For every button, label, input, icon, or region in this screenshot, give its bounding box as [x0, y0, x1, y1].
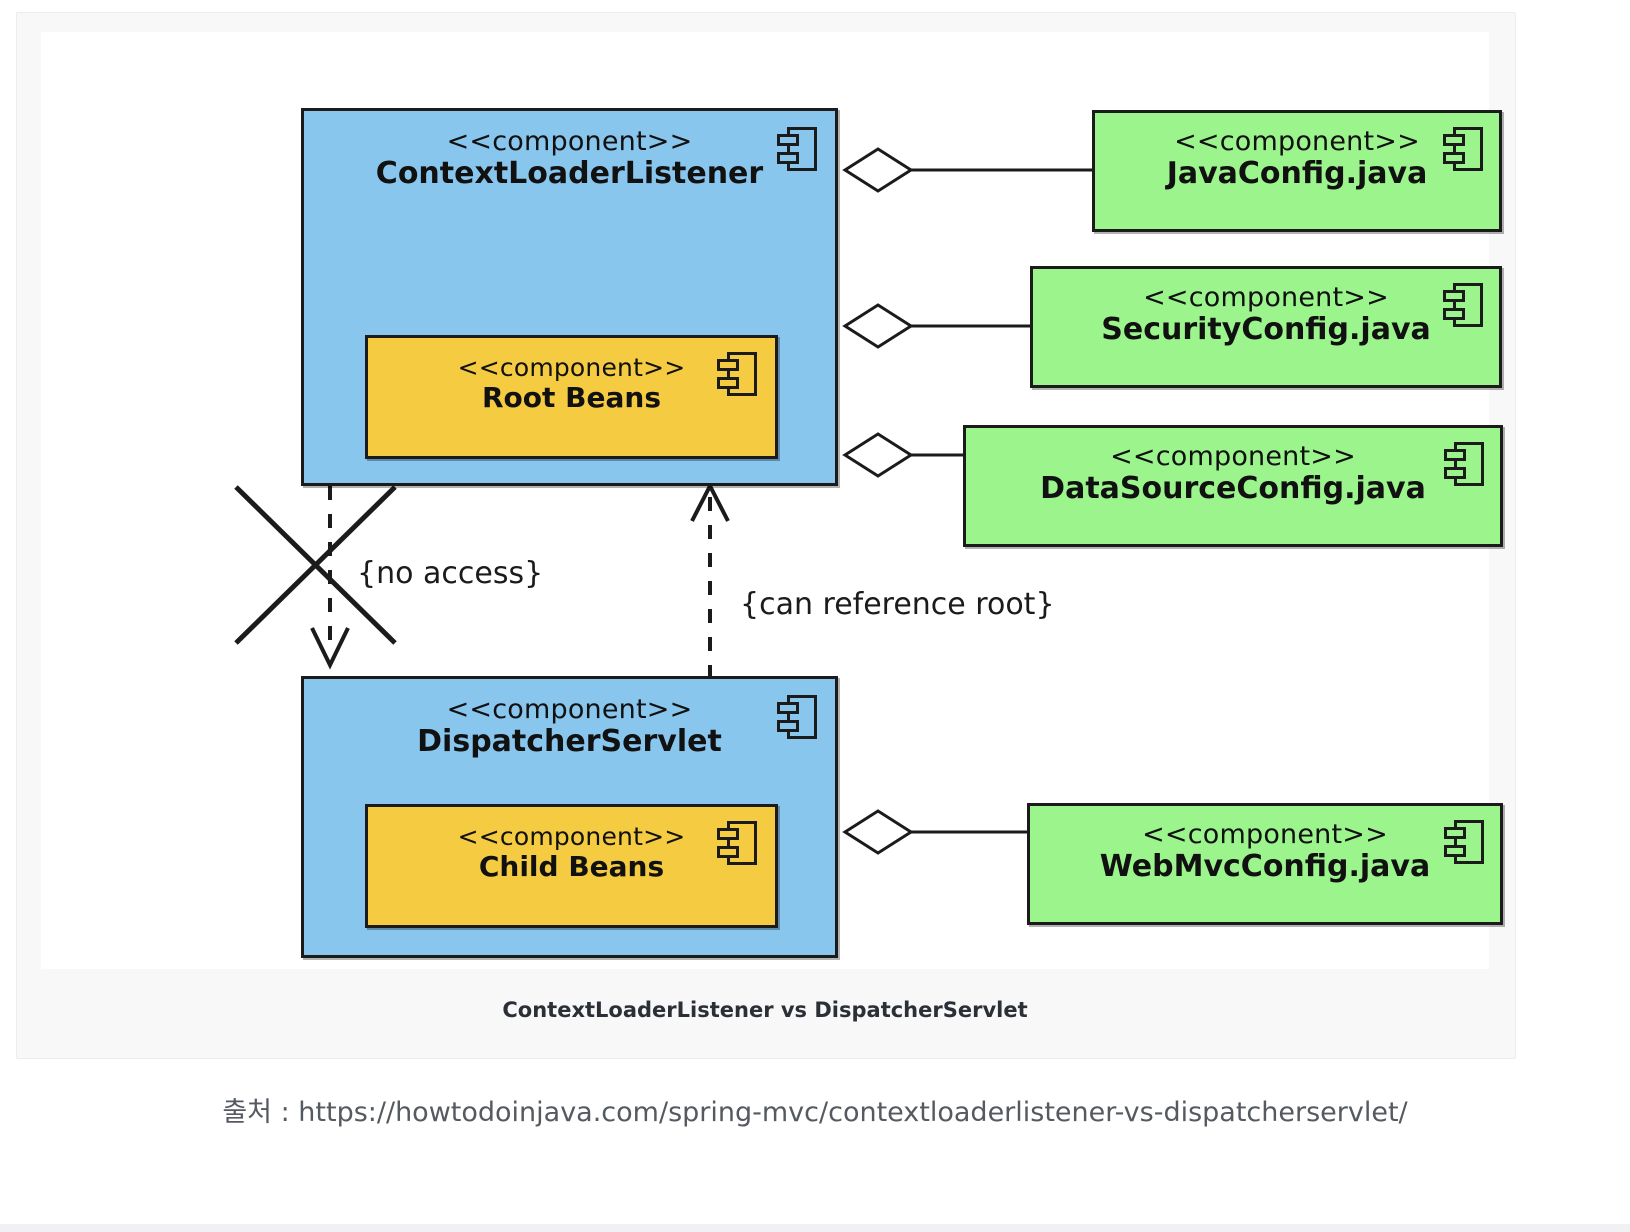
- component-name: SecurityConfig.java: [1101, 312, 1431, 348]
- icon-tab-upper: [1443, 134, 1465, 146]
- uml-component-icon: [717, 352, 757, 396]
- component-dispatcherservlet-head: <<component>> DispatcherServlet: [304, 694, 835, 760]
- component-name: Root Beans: [482, 381, 661, 414]
- icon-tab-lower: [777, 152, 799, 164]
- icon-body: [1454, 442, 1484, 486]
- component-javaconfig[interactable]: <<component>> JavaConfig.java: [1092, 110, 1502, 232]
- uml-component-icon: [777, 127, 817, 171]
- component-stereotype: <<component>>: [1174, 126, 1420, 157]
- icon-body: [1454, 820, 1484, 864]
- edge-no-access-dependency: [310, 486, 350, 670]
- icon-body: [787, 695, 817, 739]
- icon-tab-upper: [717, 359, 739, 371]
- uml-component-icon: [1443, 127, 1483, 171]
- component-stereotype: <<component>>: [1143, 282, 1389, 313]
- edge-dispatcher-to-webmvcconfig: [842, 809, 1027, 855]
- component-dispatcherservlet[interactable]: <<component>> DispatcherServlet <<compon…: [301, 676, 838, 958]
- uml-component-icon: [1443, 283, 1483, 327]
- component-javaconfig-head: <<component>> JavaConfig.java: [1095, 126, 1499, 192]
- component-name: WebMvcConfig.java: [1099, 849, 1431, 885]
- bottom-divider: [0, 1224, 1630, 1232]
- uml-component-icon: [717, 821, 757, 865]
- component-stereotype: <<component>>: [457, 353, 686, 382]
- component-stereotype: <<component>>: [457, 822, 686, 851]
- icon-body: [727, 821, 757, 865]
- edge-root-to-securityconfig: [842, 303, 1030, 349]
- component-root-beans-head: <<component>> Root Beans: [368, 353, 775, 414]
- uml-component-icon: [1444, 820, 1484, 864]
- component-name: JavaConfig.java: [1166, 156, 1428, 192]
- edge-root-to-datasourceconfig: [842, 432, 963, 478]
- icon-body: [727, 352, 757, 396]
- component-stereotype: <<component>>: [446, 694, 693, 725]
- icon-tab-upper: [777, 134, 799, 146]
- diagram-caption: ContextLoaderListener vs DispatcherServl…: [502, 998, 1028, 1022]
- icon-tab-lower: [717, 377, 739, 389]
- component-stereotype: <<component>>: [1110, 441, 1356, 472]
- component-securityconfig-head: <<component>> SecurityConfig.java: [1033, 282, 1499, 348]
- annotation-no-access: {no access}: [357, 556, 544, 591]
- icon-tab-lower: [1444, 845, 1466, 857]
- icon-tab-upper: [717, 828, 739, 840]
- uml-component-icon: [1444, 442, 1484, 486]
- icon-body: [1453, 283, 1483, 327]
- component-securityconfig[interactable]: <<component>> SecurityConfig.java: [1030, 266, 1502, 388]
- source-attribution: 출처 : https://howtodoinjava.com/spring-mv…: [222, 1097, 1408, 1128]
- component-child-beans-head: <<component>> Child Beans: [368, 822, 775, 883]
- component-datasourceconfig-head: <<component>> DataSourceConfig.java: [966, 441, 1500, 507]
- icon-tab-lower: [1443, 152, 1465, 164]
- component-stereotype: <<component>>: [446, 126, 693, 157]
- icon-tab-upper: [777, 702, 799, 714]
- annotation-can-reference-root: {can reference root}: [740, 587, 1055, 622]
- component-datasourceconfig[interactable]: <<component>> DataSourceConfig.java: [963, 425, 1503, 547]
- component-name: DispatcherServlet: [417, 724, 722, 760]
- component-name: DataSourceConfig.java: [1040, 471, 1426, 507]
- component-root-beans[interactable]: <<component>> Root Beans: [365, 335, 778, 459]
- component-stereotype: <<component>>: [1142, 819, 1388, 850]
- component-contextloaderlistener-head: <<component>> ContextLoaderListener: [304, 126, 835, 192]
- component-name: Child Beans: [478, 850, 665, 883]
- component-contextloaderlistener[interactable]: <<component>> ContextLoaderListener <<co…: [301, 108, 838, 486]
- component-webmvcconfig-head: <<component>> WebMvcConfig.java: [1030, 819, 1500, 885]
- uml-component-diagram: <<component>> ContextLoaderListener <<co…: [234, 108, 1503, 958]
- icon-tab-lower: [1444, 467, 1466, 479]
- icon-tab-upper: [1444, 449, 1466, 461]
- icon-tab-lower: [717, 846, 739, 858]
- edge-can-reference-root-dependency: [690, 481, 730, 676]
- icon-body: [787, 127, 817, 171]
- component-name: ContextLoaderListener: [375, 156, 764, 192]
- icon-body: [1453, 127, 1483, 171]
- component-webmvcconfig[interactable]: <<component>> WebMvcConfig.java: [1027, 803, 1503, 925]
- edge-root-to-javaconfig: [842, 147, 1092, 193]
- icon-tab-upper: [1444, 827, 1466, 839]
- uml-component-icon: [777, 695, 817, 739]
- component-child-beans[interactable]: <<component>> Child Beans: [365, 804, 778, 928]
- icon-tab-upper: [1443, 290, 1465, 302]
- icon-tab-lower: [777, 720, 799, 732]
- icon-tab-lower: [1443, 308, 1465, 320]
